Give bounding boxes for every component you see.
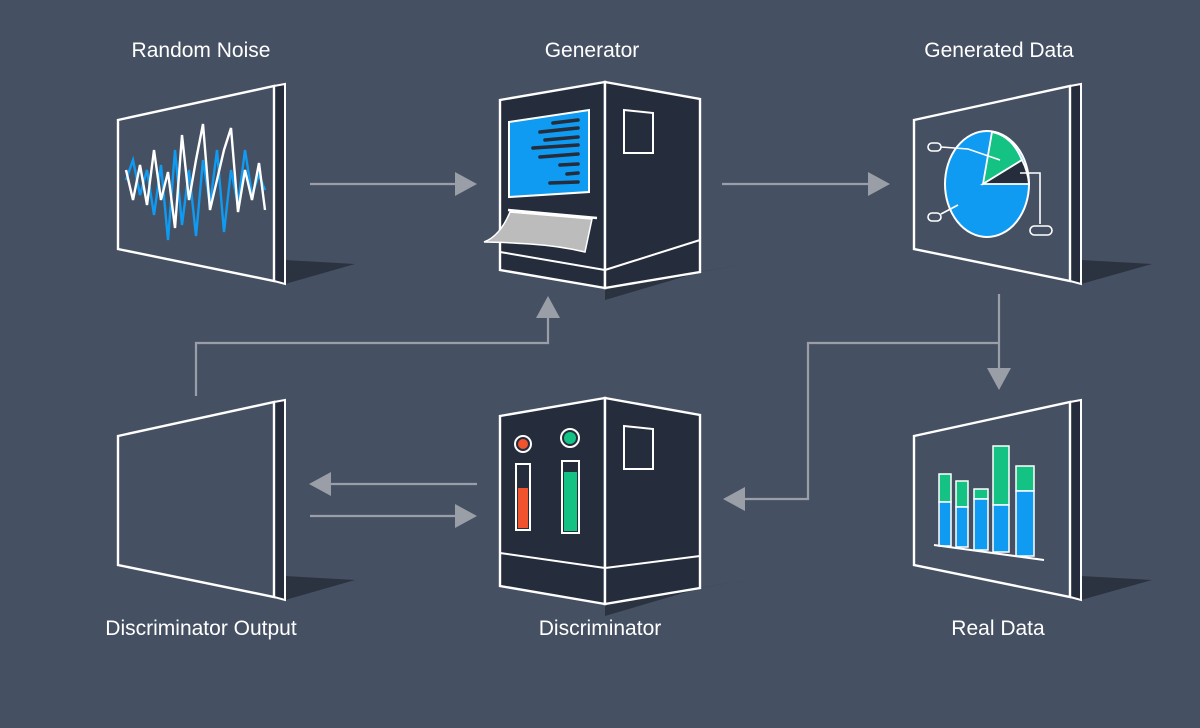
noise-wave-white	[124, 123, 267, 229]
machine-window	[623, 108, 654, 154]
arrowhead-icon	[455, 504, 477, 528]
label-discriminator-output: Discriminator Output	[105, 617, 297, 640]
red-indicator-fill	[518, 439, 528, 449]
machine-base-line	[604, 555, 701, 569]
printer-slot	[507, 208, 598, 220]
bars	[938, 445, 1035, 557]
monitor-shadow	[1081, 576, 1152, 600]
arrowhead-icon	[868, 172, 890, 196]
machine-side	[603, 80, 702, 290]
label-discriminator: Discriminator	[538, 617, 662, 640]
screen-text-lines	[531, 118, 580, 185]
monitor-side	[273, 398, 286, 602]
monitor-face	[116, 84, 276, 283]
monitor-shadow	[285, 576, 355, 600]
label-generator: Generator	[544, 39, 640, 62]
monitor-face	[912, 400, 1072, 599]
connectors	[194, 182, 1001, 518]
bar-chart-monitor-icon	[912, 398, 1152, 602]
label-generated-data: Generated Data	[924, 39, 1074, 62]
waveform-monitor-icon	[116, 82, 355, 286]
pie-callouts	[927, 142, 1053, 236]
arrowhead-icon	[723, 487, 745, 511]
green-gauge-fill	[564, 472, 577, 531]
machine-window	[623, 424, 654, 470]
arrowheads	[309, 172, 1011, 528]
monitor-side	[273, 82, 286, 286]
monitor-shadow	[285, 260, 355, 284]
arrow-data-to-discriminator	[745, 341, 999, 501]
monitor-shadow	[1081, 260, 1152, 284]
monitor-side	[1069, 82, 1082, 286]
pie-chart-monitor-icon	[912, 82, 1152, 286]
bar-chart-baseline	[933, 544, 1045, 561]
monitor-side	[1069, 398, 1082, 602]
printed-paper	[483, 211, 593, 253]
machine-base-line	[499, 251, 606, 271]
pie-slice-dark	[979, 158, 1030, 185]
arrowhead-icon	[536, 296, 560, 318]
blank-monitor-icon	[116, 398, 355, 602]
green-indicator-light	[560, 428, 580, 448]
red-gauge-fill	[518, 488, 528, 528]
label-real-data: Real Data	[951, 617, 1045, 640]
arrow-feedback-to-generator	[194, 318, 550, 396]
red-indicator-light	[514, 435, 532, 453]
machine-base-line	[499, 552, 606, 569]
printer-machine-icon	[483, 80, 770, 300]
machine-side	[603, 396, 702, 606]
green-indicator-fill	[564, 432, 576, 444]
label-random-noise: Random Noise	[131, 39, 271, 62]
gauge-machine-icon	[498, 396, 770, 616]
monitor-face	[116, 400, 276, 599]
arrowhead-icon	[455, 172, 477, 196]
machine-base-line	[604, 239, 701, 271]
arrowhead-icon	[309, 472, 331, 496]
arrowhead-icon	[987, 368, 1011, 390]
